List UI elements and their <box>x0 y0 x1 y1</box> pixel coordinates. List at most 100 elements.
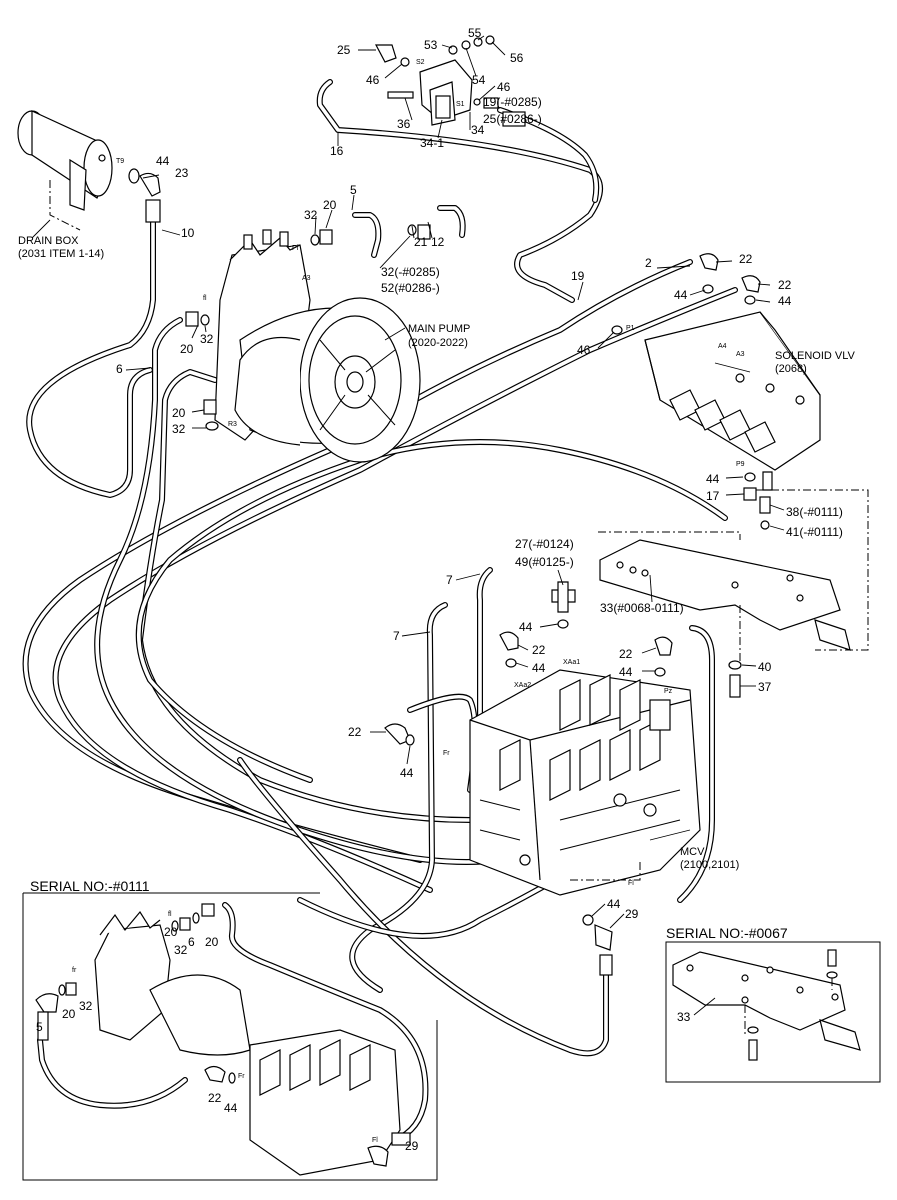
callout: 44 <box>532 661 546 675</box>
port-label: A4 <box>718 343 727 350</box>
callout: 44 <box>778 294 792 308</box>
drain-box-label: DRAIN BOX <box>18 235 79 247</box>
main-pump <box>214 229 421 463</box>
port-label: P1 <box>626 325 635 332</box>
port-label: Fl <box>628 880 634 887</box>
bracket-33 <box>598 489 869 698</box>
callout: 5 <box>350 183 357 197</box>
callout: 37 <box>758 680 772 694</box>
callouts: 25 46 55 53 56 54 46 19(-#0285) 25(#0286… <box>116 26 843 1024</box>
callout: 25 <box>337 43 351 57</box>
callout: 32 <box>304 208 318 222</box>
port-label: Pz <box>664 688 673 695</box>
main-pump-label: MAIN PUMP <box>408 323 470 335</box>
callout: 16 <box>330 144 344 158</box>
callout: 27(-#0124) <box>515 537 574 551</box>
callout: 5 <box>36 1020 43 1034</box>
callout: 44 <box>607 897 621 911</box>
solenoid-valve <box>644 311 821 491</box>
callout: 52(#0286-) <box>381 281 440 295</box>
callout: 34-1 <box>420 136 444 150</box>
inset-0111-text: SERIAL NO:-#0111 20 32 6 20 20 32 5 22 4… <box>30 878 419 1153</box>
callout: 56 <box>510 51 524 65</box>
callout: 22 <box>619 647 633 661</box>
drain-box-sublabel: (2031 ITEM 1-14) <box>18 248 104 260</box>
callout: 6 <box>188 935 195 949</box>
callout: 41(-#0111) <box>786 525 843 539</box>
inset-title: SERIAL NO:-#0111 <box>30 878 150 894</box>
callout: 46 <box>366 73 380 87</box>
mcv-label: MCV <box>680 846 705 858</box>
port-label: S1 <box>456 101 465 108</box>
solenoid-valve-label: SOLENOID VLV <box>775 350 856 362</box>
hose-lines <box>22 79 738 1057</box>
callout: 20 <box>164 925 178 939</box>
callout: 53 <box>424 38 438 52</box>
solenoid-valve-sublabel: (2068) <box>775 363 807 375</box>
callout: 10 <box>181 226 195 240</box>
inset-serial-0067 <box>665 941 881 1083</box>
drain-box <box>17 110 161 231</box>
callout: 44 <box>674 288 688 302</box>
callout: 22 <box>532 643 546 657</box>
main-pump-sublabel: (2020-2022) <box>408 337 468 349</box>
callout: 2 <box>645 256 652 270</box>
callout: 22 <box>208 1091 222 1105</box>
mcv-sublabel: (2100,2101) <box>680 859 739 871</box>
callout: 44 <box>400 766 414 780</box>
port-label: Fr <box>443 750 450 757</box>
port-label: T9 <box>116 158 124 165</box>
callout: 7 <box>446 573 453 587</box>
callout: 32 <box>172 422 186 436</box>
callout: 33 <box>677 1010 691 1024</box>
callout: 32 <box>79 999 93 1013</box>
callout: 34 <box>471 123 485 137</box>
port-label: P9 <box>736 461 745 468</box>
port-label: fl <box>203 295 207 302</box>
top-valve-block <box>375 35 526 127</box>
callout: 20 <box>180 342 194 356</box>
port-label: Fl <box>372 1137 378 1144</box>
inset-serial-0111 <box>22 892 438 1181</box>
callout: 32(-#0285) <box>381 265 440 279</box>
callout: 46 <box>497 80 511 94</box>
callout: 44 <box>156 154 170 168</box>
callout: 20 <box>323 198 337 212</box>
callout: 7 <box>393 629 400 643</box>
callout: 55 <box>468 26 482 40</box>
port-label: A3 <box>736 351 745 358</box>
port-label: Pi <box>292 245 299 252</box>
inset-0067-text: SERIAL NO:-#0067 <box>666 925 788 941</box>
callout: 17 <box>706 489 720 503</box>
callout: 44 <box>519 620 533 634</box>
callout: 44 <box>706 472 720 486</box>
callout: 36 <box>397 117 411 131</box>
callout: 40 <box>758 660 772 674</box>
port-label: R3 <box>228 421 237 428</box>
port-labels: T9 S2 S1 Pi A3 fl P1 A4 A3 R3 P9 XAa1 XA… <box>116 59 745 887</box>
callout: 20 <box>62 1007 76 1021</box>
callout: 22 <box>348 725 362 739</box>
callout: 23 <box>175 166 189 180</box>
callout: 32 <box>174 943 188 957</box>
port-label: Fr <box>238 1073 245 1080</box>
leader-lines <box>31 35 785 1016</box>
callout: 49(#0125-) <box>515 555 574 569</box>
callout: 54 <box>472 73 486 87</box>
callout: 46 <box>577 343 591 357</box>
main-control-valve <box>384 669 701 976</box>
callout: 19(-#0285) <box>483 95 542 109</box>
callout: 44 <box>224 1101 238 1115</box>
port-label: A3 <box>302 275 311 282</box>
callout: 6 <box>116 362 123 376</box>
callout: 22 <box>778 278 792 292</box>
fittings-22-44 <box>185 224 761 677</box>
callout: 21 <box>414 235 428 249</box>
port-label: XAa2 <box>514 682 531 689</box>
callout: 44 <box>619 665 633 679</box>
tee-fitting-27 <box>551 581 576 629</box>
callout: 19 <box>571 269 585 283</box>
port-label: S2 <box>416 59 425 66</box>
callout: 20 <box>172 406 186 420</box>
